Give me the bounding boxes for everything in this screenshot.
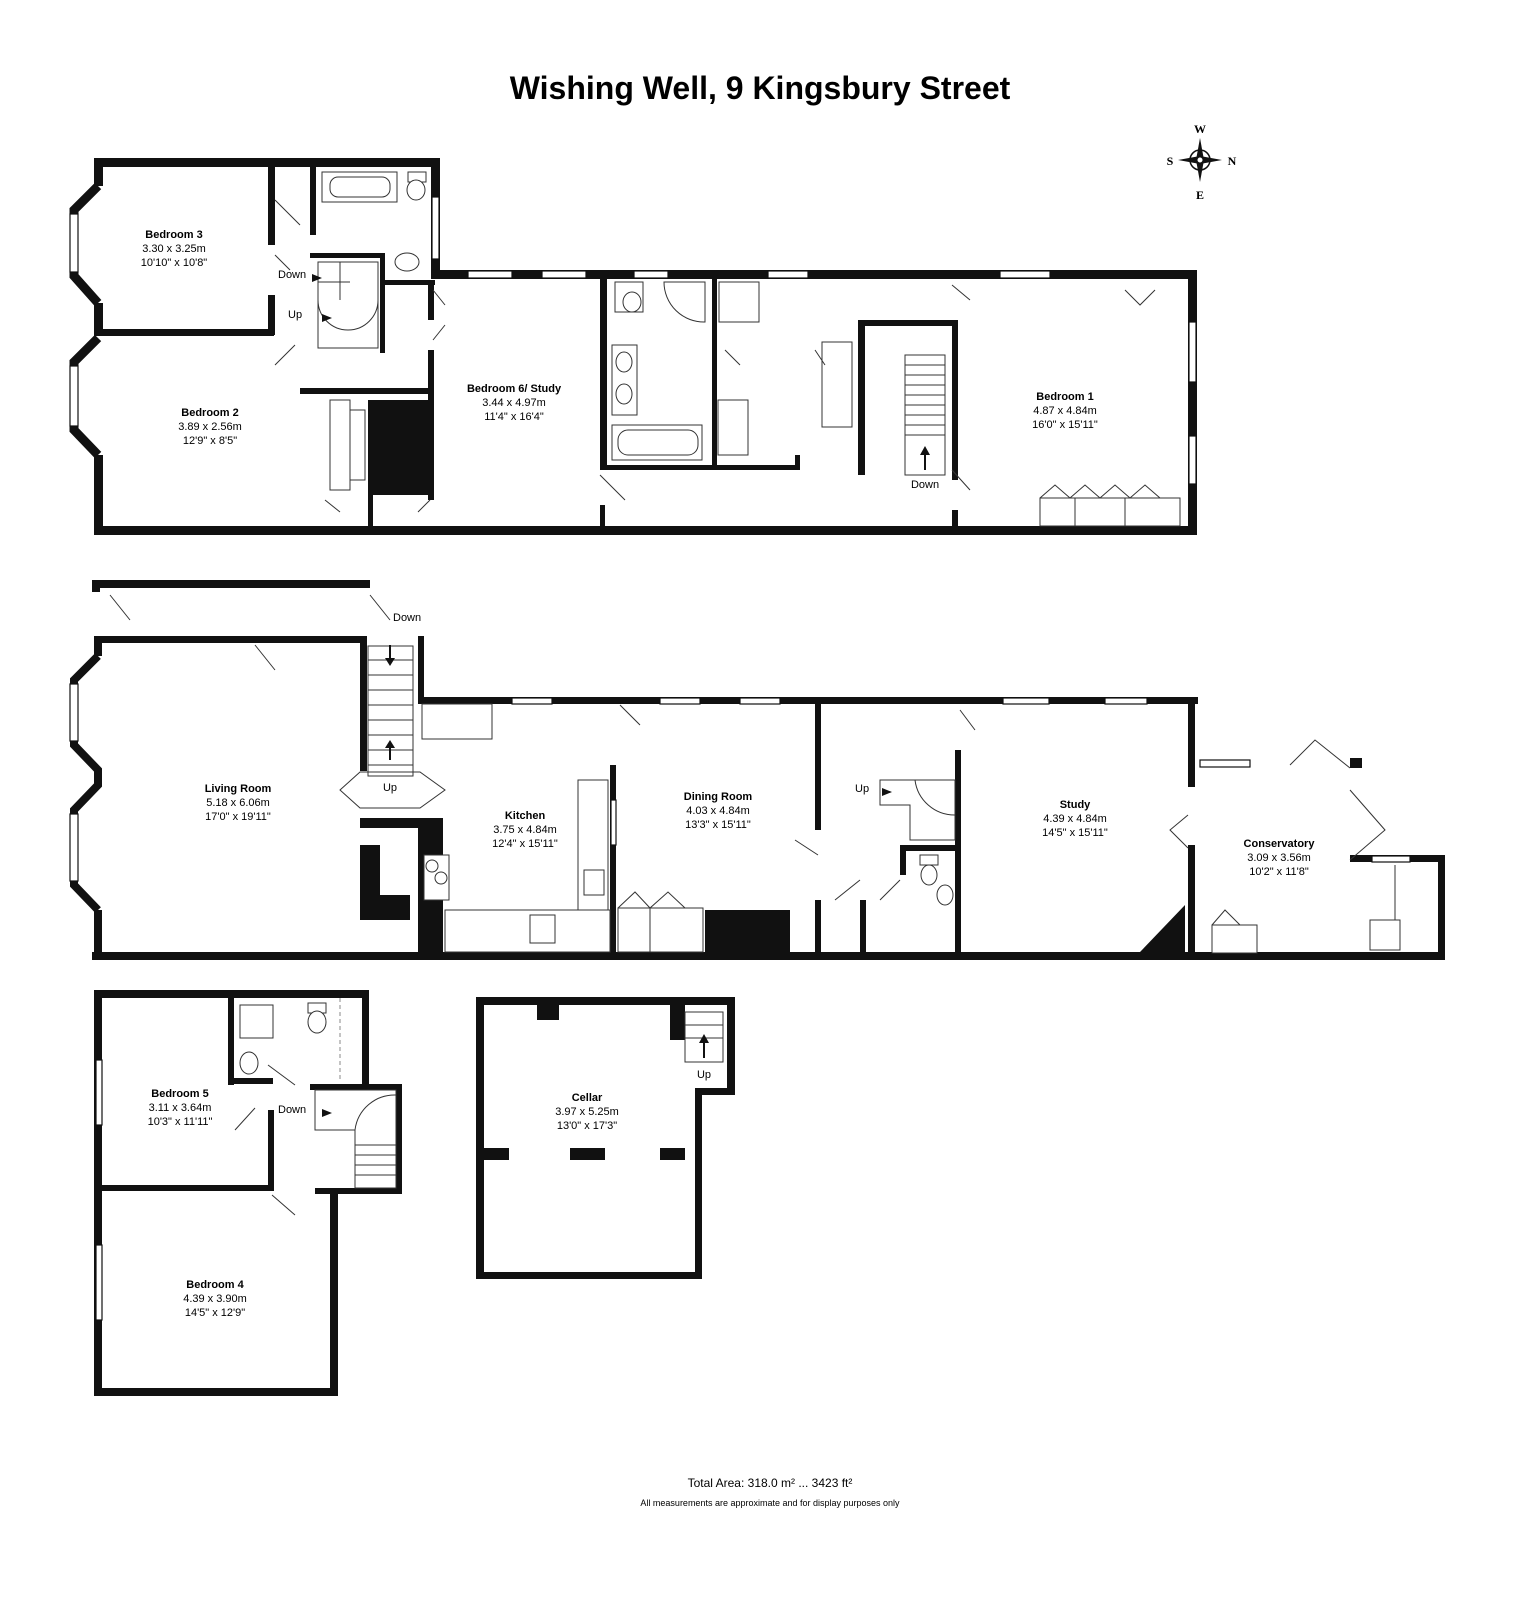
- cellar-up-label: Up: [697, 1069, 711, 1081]
- bedroom5-metric: 3.11 x 3.64m: [149, 1102, 212, 1114]
- second-floor: [94, 990, 402, 1396]
- first-main-down-label: Down: [911, 479, 939, 491]
- bedroom2-metric: 3.89 x 2.56m: [178, 421, 242, 433]
- second-down-label: Down: [278, 1104, 306, 1116]
- bedroom2-name: Bedroom 2: [181, 407, 238, 419]
- first-spiral-down-label: Down: [278, 269, 306, 281]
- compass-w: W: [1194, 122, 1206, 136]
- stair-arrow-icon: [322, 314, 332, 322]
- stair-arrow-icon: [312, 274, 322, 282]
- conservatory-name: Conservatory: [1244, 838, 1316, 850]
- ground-up-back-label: Up: [855, 783, 869, 795]
- kitchen-name: Kitchen: [505, 810, 546, 822]
- disclaimer: All measurements are approximate and for…: [640, 1498, 900, 1508]
- kitchen-metric: 3.75 x 4.84m: [493, 824, 557, 836]
- dining-metric: 4.03 x 4.84m: [686, 805, 750, 817]
- compass-n: N: [1228, 154, 1237, 168]
- bedroom6-metric: 3.44 x 4.97m: [482, 397, 546, 409]
- bedroom3-name: Bedroom 3: [145, 229, 202, 241]
- ground-floor: [69, 580, 1445, 960]
- cellar-name: Cellar: [572, 1092, 603, 1104]
- bedroom6-imperial: 11'4" x 16'4": [484, 411, 544, 423]
- stair-arrow-icon: [322, 1109, 332, 1117]
- bedroom1-name: Bedroom 1: [1036, 391, 1093, 403]
- bedroom1-imperial: 16'0" x 15'11": [1032, 419, 1098, 431]
- ground-up-main-label: Up: [383, 782, 397, 794]
- ground-down-label: Down: [393, 612, 421, 624]
- bedroom4-name: Bedroom 4: [186, 1279, 244, 1291]
- bedroom4-imperial: 14'5" x 12'9": [185, 1307, 245, 1319]
- cellar-floor: [476, 997, 735, 1279]
- dining-name: Dining Room: [684, 791, 753, 803]
- study-imperial: 14'5" x 15'11": [1042, 827, 1108, 839]
- conservatory-imperial: 10'2" x 11'8": [1249, 866, 1309, 878]
- first-floor: [69, 158, 1197, 535]
- study-metric: 4.39 x 4.84m: [1043, 813, 1107, 825]
- bedroom5-imperial: 10'3" x 11'11": [148, 1116, 213, 1128]
- total-area: Total Area: 318.0 m² ... 3423 ft²: [688, 1476, 853, 1490]
- stair-arrow-icon: [882, 788, 892, 796]
- cellar-metric: 3.97 x 5.25m: [555, 1106, 619, 1118]
- compass-e: E: [1196, 188, 1204, 202]
- dining-imperial: 13'3" x 15'11": [685, 819, 751, 831]
- study-name: Study: [1060, 799, 1091, 811]
- bedroom5-name: Bedroom 5: [151, 1088, 208, 1100]
- compass-s: S: [1167, 154, 1174, 168]
- bedroom4-metric: 4.39 x 3.90m: [183, 1293, 247, 1305]
- first-spiral-up-label: Up: [288, 309, 302, 321]
- bedroom6-name: Bedroom 6/ Study: [467, 383, 562, 395]
- cellar-imperial: 13'0" x 17'3": [557, 1120, 617, 1132]
- bedroom2-imperial: 12'9" x 8'5": [183, 435, 237, 447]
- living-metric: 5.18 x 6.06m: [206, 797, 270, 809]
- compass-icon: W S N E: [1167, 122, 1237, 202]
- living-name: Living Room: [205, 783, 272, 795]
- conservatory-metric: 3.09 x 3.56m: [1247, 852, 1311, 864]
- bedroom3-imperial: 10'10" x 10'8": [141, 257, 208, 269]
- plan-title: Wishing Well, 9 Kingsbury Street: [510, 70, 1011, 106]
- bedroom3-metric: 3.30 x 3.25m: [142, 243, 206, 255]
- bedroom1-metric: 4.87 x 4.84m: [1033, 405, 1097, 417]
- kitchen-imperial: 12'4" x 15'11": [492, 838, 558, 850]
- living-imperial: 17'0" x 19'11": [205, 811, 271, 823]
